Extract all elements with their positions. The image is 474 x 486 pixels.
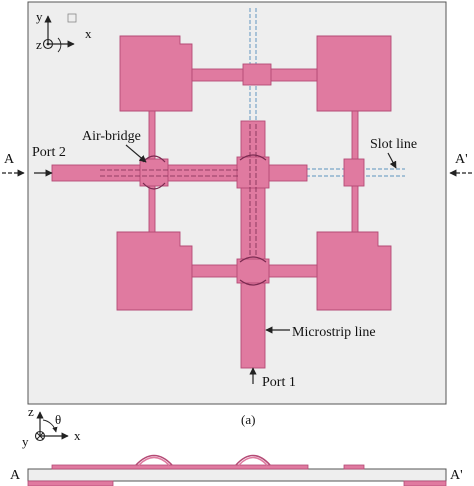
feed-centerlines bbox=[100, 124, 257, 255]
caption-a: (a) bbox=[241, 412, 255, 427]
left-junction-pad bbox=[139, 158, 169, 187]
side-a-right: A' bbox=[450, 468, 463, 483]
patch-bottom-left bbox=[116, 231, 193, 311]
substrate-side bbox=[27, 468, 447, 482]
side-a-left: A bbox=[10, 468, 21, 483]
axis-y-label: y bbox=[36, 9, 43, 24]
air-bridge-label: Air-bridge bbox=[82, 129, 141, 144]
cut-a-left: A bbox=[4, 152, 15, 167]
cross-section bbox=[27, 454, 447, 486]
air-bridge-arrow bbox=[125, 144, 147, 163]
port1-label: Port 1 bbox=[262, 375, 296, 390]
microstrip-label: Microstrip line bbox=[292, 325, 376, 340]
slot-line-label: Slot line bbox=[370, 137, 417, 152]
cut-a-right: A' bbox=[455, 152, 468, 167]
side-axis-theta: θ bbox=[55, 412, 61, 427]
top-junction-pad bbox=[242, 63, 272, 86]
axes-icon-side: z θ y x bbox=[22, 404, 81, 449]
side-axis-x: x bbox=[74, 428, 81, 443]
slot-line-arrow bbox=[387, 152, 397, 169]
port2-label: Port 2 bbox=[32, 145, 66, 160]
patch-bottom-right bbox=[316, 231, 392, 311]
side-axis-y: y bbox=[22, 434, 29, 449]
patch-top-right bbox=[316, 35, 392, 112]
metal-layer bbox=[51, 35, 392, 369]
center-junction-pad bbox=[236, 156, 270, 189]
bottom-junction-pad bbox=[236, 258, 270, 284]
patch-top-left bbox=[119, 35, 193, 112]
side-axis-z: z bbox=[28, 404, 34, 419]
axes-icon-top: y z x bbox=[36, 9, 92, 53]
axis-z-label: z bbox=[36, 37, 42, 52]
axis-x-label: x bbox=[85, 26, 92, 41]
right-junction-pad bbox=[343, 158, 365, 187]
